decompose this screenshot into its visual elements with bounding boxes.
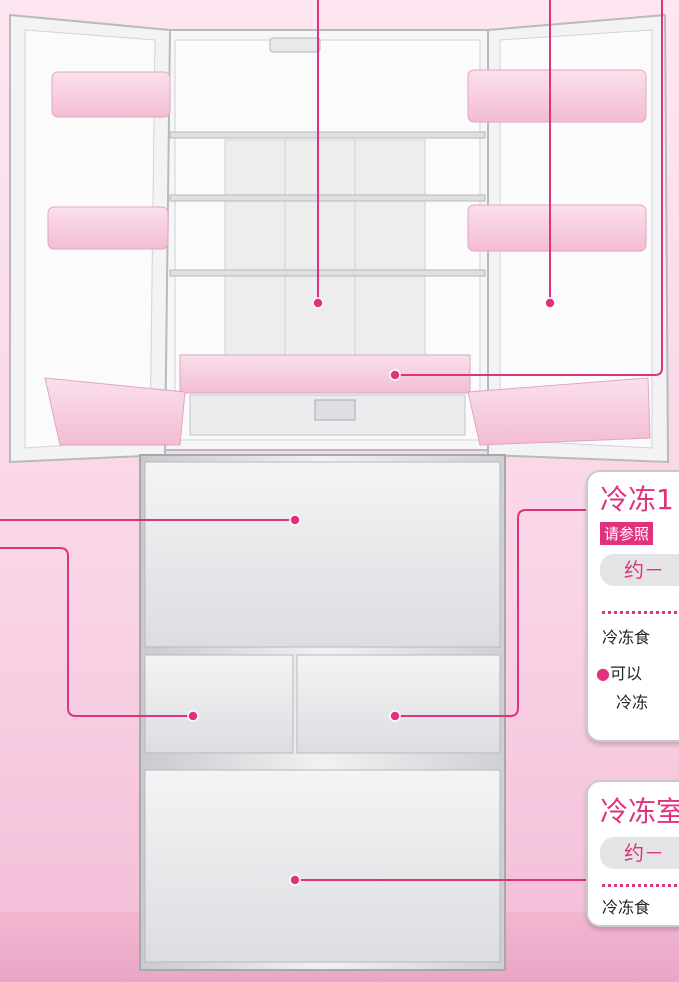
freezer-compartment-callout: 冷冻室 约－ 冷冻食 [586,780,679,927]
description-text: 冷冻食 [602,628,651,647]
marker-dots [187,297,556,886]
right-door [467,13,670,464]
description-text: 冷冻食 [602,898,651,917]
panel-title: 冷冻1 [600,483,674,516]
dotted-divider [602,884,679,887]
bullet-text: 可以 [609,664,642,683]
panel-title: 冷冻室 [600,795,679,828]
fridge-interior [164,29,491,451]
fridge-drawers [139,454,506,971]
panel-tag: 请参照 [600,522,654,545]
dotted-divider [602,611,679,614]
bullet-line: ●可以 [596,660,642,684]
left-door [9,13,186,464]
capacity-pill: 约－ [600,837,679,869]
capacity-pill: 约－ [600,554,679,586]
bullet-dot: ● [596,664,610,683]
leader-lines [0,0,663,881]
bullet-continuation: 冷冻 [616,693,649,712]
freezer1-callout: 冷冻1 请参照 约－ 冷冻食 ●可以 冷冻 [586,470,679,742]
